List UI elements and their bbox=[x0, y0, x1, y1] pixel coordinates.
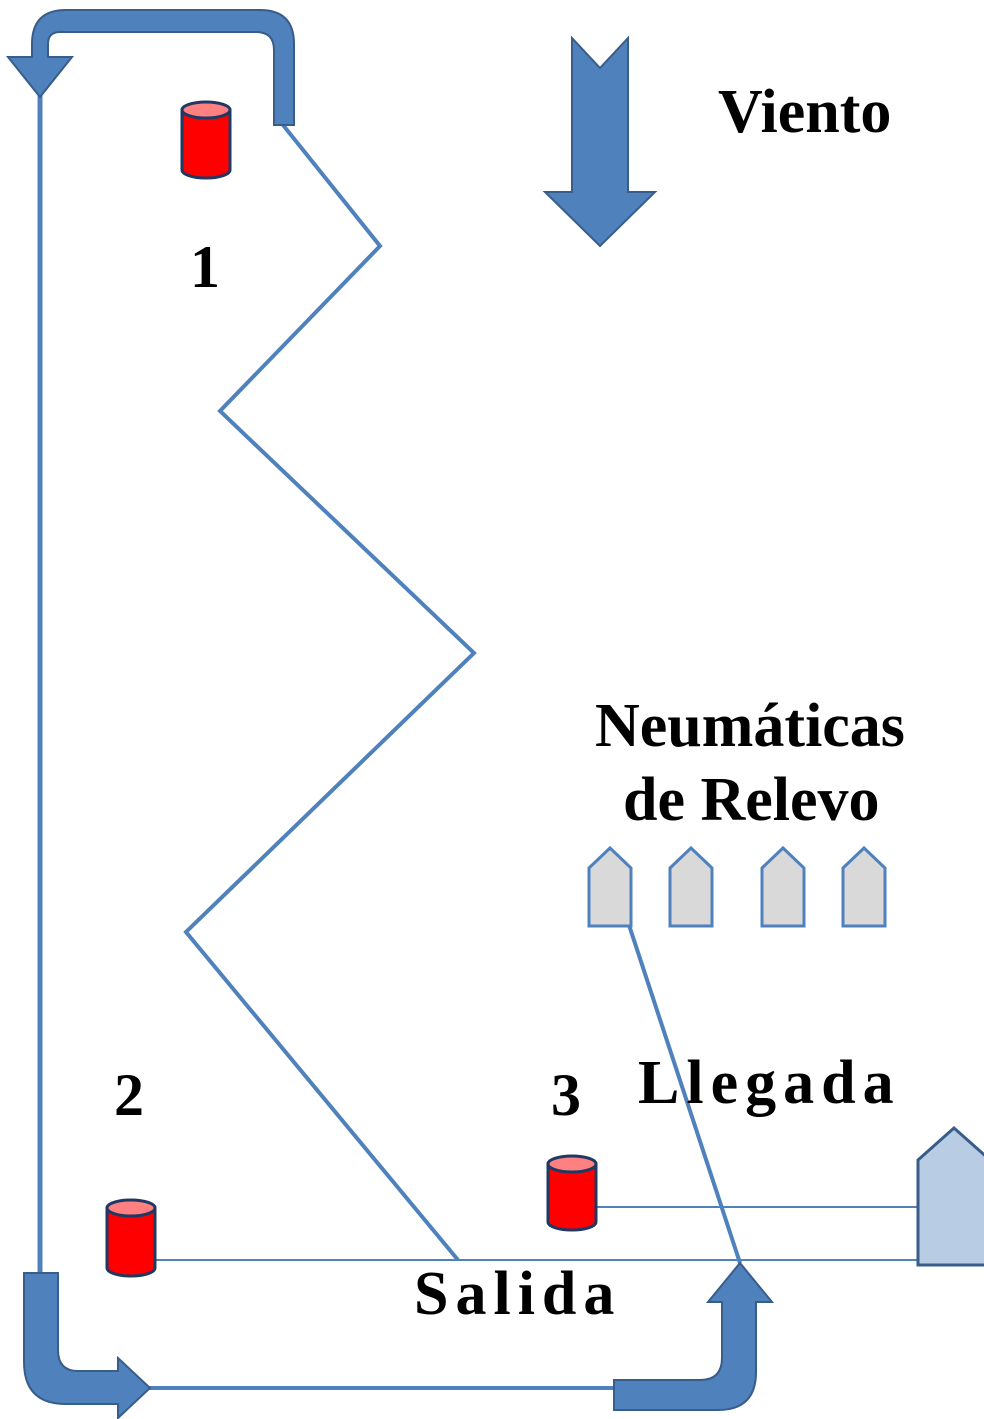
bottom-right-turn-arrow-icon bbox=[613, 1261, 775, 1411]
spare-boats bbox=[587, 845, 887, 928]
beat-zigzag-line bbox=[183, 123, 477, 1262]
committee-boat-icon bbox=[916, 1125, 984, 1267]
spare-boat-2-icon bbox=[668, 845, 714, 928]
mark-2-label: 2 bbox=[114, 1062, 144, 1128]
bottom-left-turn-arrow-icon bbox=[23, 1272, 152, 1419]
buoy-2-icon bbox=[105, 1198, 157, 1278]
spare-boat-3-icon bbox=[760, 845, 806, 928]
spare-boats-label-line2: de Relevo bbox=[623, 766, 880, 834]
wind-arrow-icon bbox=[542, 35, 658, 248]
spare-boat-4-icon bbox=[841, 845, 887, 928]
course-lines bbox=[37, 60, 920, 1390]
top-turn-arrow-icon bbox=[5, 9, 295, 126]
buoy-3-icon bbox=[546, 1154, 598, 1232]
mark-3-label: 3 bbox=[551, 1062, 581, 1128]
mark-1-label: 1 bbox=[190, 234, 220, 300]
start-label: Salida bbox=[414, 1260, 621, 1328]
finish-label: Llegada bbox=[638, 1049, 901, 1117]
spare-boat-1-icon bbox=[587, 845, 633, 928]
spare-boats-label-line1: Neumáticas bbox=[595, 692, 905, 760]
buoy-1-icon bbox=[180, 100, 232, 180]
wind-label: Viento bbox=[718, 78, 891, 146]
